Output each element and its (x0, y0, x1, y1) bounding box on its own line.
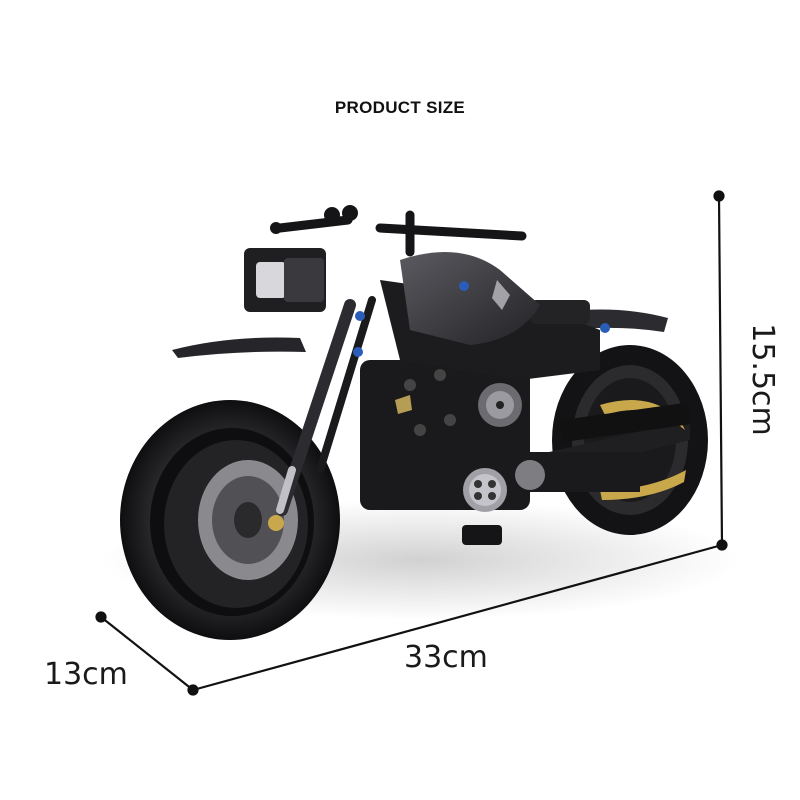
bolt-icon (353, 347, 363, 357)
bolt-icon (355, 311, 365, 321)
front-fork (276, 296, 376, 516)
bolt-icon (600, 323, 610, 333)
height-endpoint-top (713, 190, 725, 202)
width-label: 13cm (44, 657, 128, 692)
engine (360, 360, 545, 545)
fuel-tank (400, 252, 540, 345)
handlebars (270, 205, 527, 257)
width-dimension-line (100, 616, 194, 691)
length-label: 33cm (404, 640, 488, 675)
height-dimension-line (717, 195, 724, 546)
headlight (244, 248, 326, 312)
front-wheel (120, 400, 340, 640)
axle-cap (268, 515, 284, 531)
length-dimension-line (192, 543, 723, 692)
front-fender (172, 337, 306, 358)
bolt-icon (459, 281, 469, 291)
product-size-title: PRODUCT SIZE (334, 98, 466, 117)
seat (530, 300, 590, 324)
width-endpoint (95, 611, 107, 623)
height-label: 15.5cm (744, 323, 780, 436)
tank-logo-icon (492, 280, 510, 310)
dimension-lines (95, 190, 728, 696)
